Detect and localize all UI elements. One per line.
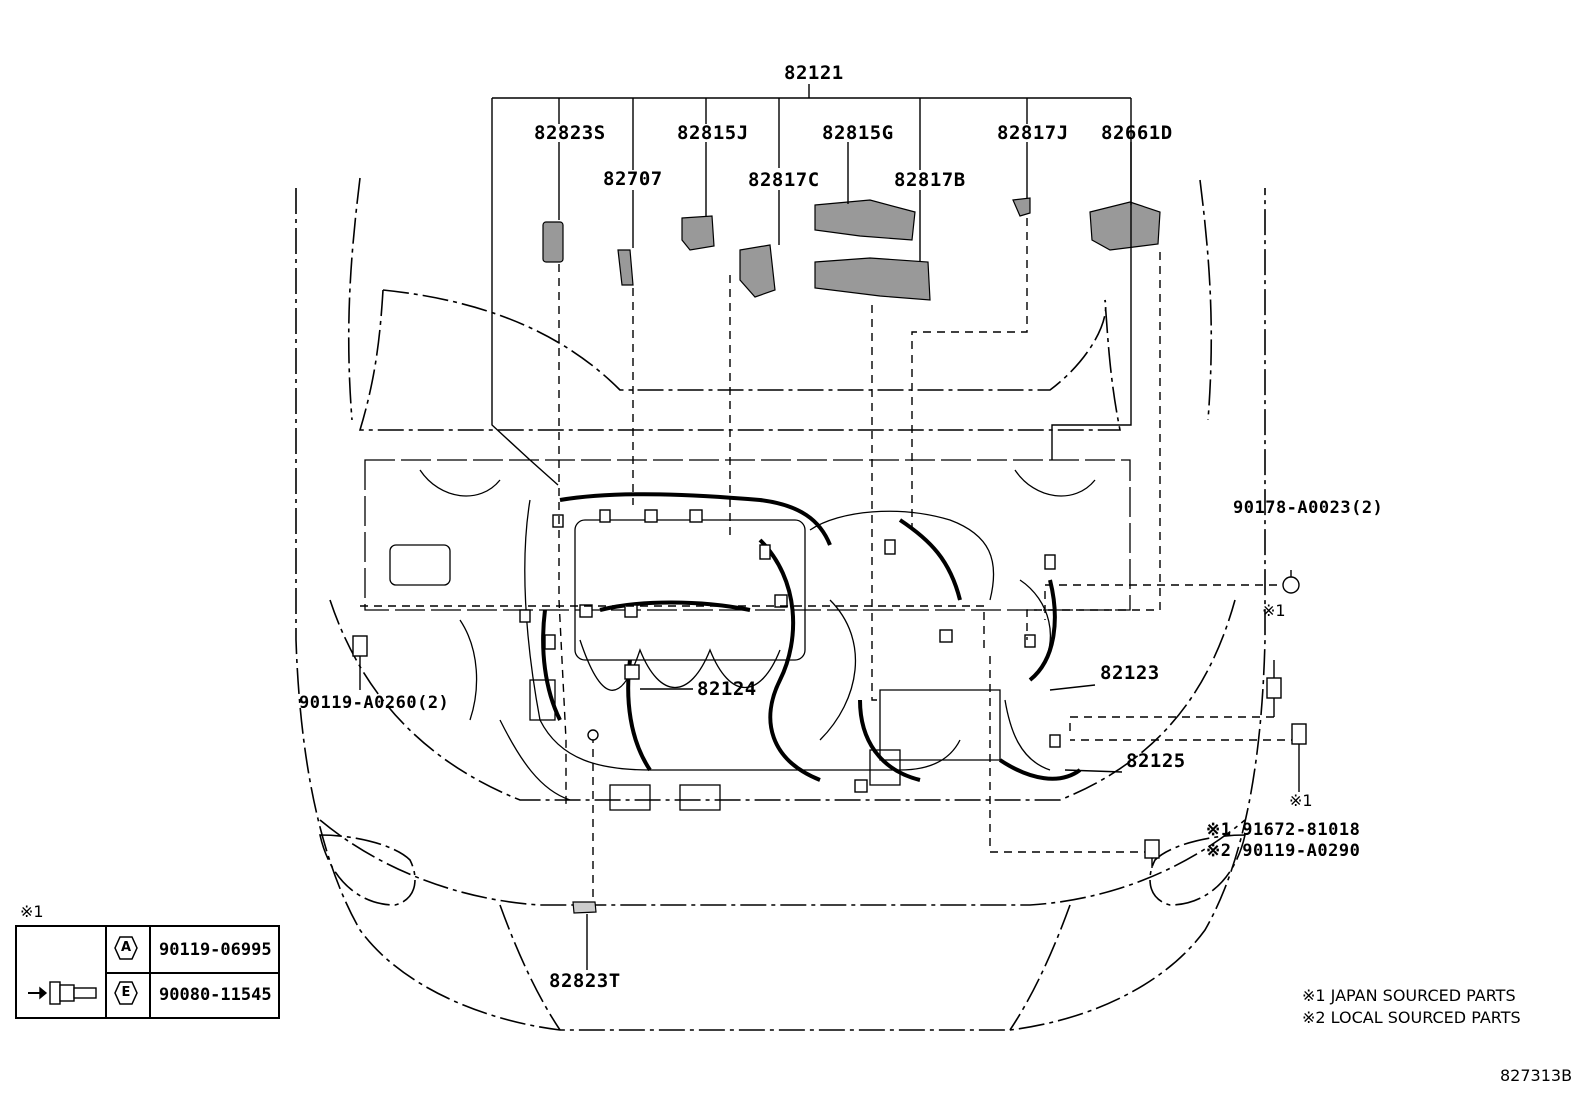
callout-82817C: 82817C <box>748 169 820 191</box>
connectors <box>519 509 1061 793</box>
callout-82121: 82121 <box>784 62 844 84</box>
legend-part-number: 90080-11545 <box>159 985 272 1005</box>
callout-82823T: 82823T <box>549 970 621 992</box>
bolt-90119-left-icon <box>352 635 368 690</box>
callout-82815J: 82815J <box>677 122 749 144</box>
callout-82661D: 82661D <box>1101 122 1173 144</box>
part-82817J-icon <box>1012 197 1031 217</box>
part-82823T-icon <box>572 901 597 914</box>
part-82707-icon <box>617 249 634 286</box>
hex-badge-icon: E <box>114 981 138 1005</box>
callout-82815G: 82815G <box>822 122 894 144</box>
part-icons <box>542 197 1161 914</box>
part-82823S-icon <box>542 221 564 263</box>
callout-90119-A0260: 90119-A0260(2) <box>299 693 450 713</box>
legend-badge: E <box>121 985 131 1000</box>
bracket-82121 <box>491 84 1132 486</box>
diagram-id: 827313B <box>1500 1066 1573 1085</box>
callout-82125: 82125 <box>1126 750 1186 772</box>
legend-table: A 90119-06995 E 90080-11545 <box>15 925 280 1019</box>
bolt-engine-icon <box>587 729 599 741</box>
note-japan-sourced: ※1 JAPAN SOURCED PARTS <box>1302 986 1516 1005</box>
vehicle-outline <box>295 177 1266 1031</box>
part-82817C-icon <box>739 244 776 298</box>
part-82817B-icon <box>814 257 931 301</box>
mark1-label-lower: ※1 <box>1289 791 1313 810</box>
callout-82124: 82124 <box>697 678 757 700</box>
nut-90178-icon <box>1282 570 1300 594</box>
bolt-mark1-lower-icon <box>1291 723 1307 792</box>
mark1-label-upper: ※1 <box>1262 601 1286 620</box>
part-82815J-icon <box>681 215 715 251</box>
legend-part-number: 90119-06995 <box>159 940 272 960</box>
bolt-mark1-upper-icon <box>1266 660 1282 717</box>
legend-badge: A <box>120 940 132 955</box>
legend-bolt-icon <box>28 981 97 1005</box>
legend-mark: ※1 <box>20 902 44 921</box>
callout-82823S: 82823S <box>534 122 606 144</box>
callout-82707: 82707 <box>603 168 663 190</box>
dashed-leaders <box>360 218 1299 902</box>
callout-90119-A0290: ※2 90119-A0290 <box>1206 841 1361 861</box>
legend-row: E 90080-11545 <box>105 972 278 1017</box>
bolt-91672-icon <box>1144 839 1160 868</box>
callout-82123: 82123 <box>1100 662 1160 684</box>
callout-91672-81018: ※1 91672-81018 <box>1206 820 1361 840</box>
part-82661D-icon <box>1089 201 1161 251</box>
fasteners <box>352 570 1307 868</box>
hex-badge-icon: A <box>114 936 138 960</box>
callout-82817J: 82817J <box>997 122 1069 144</box>
part-82815G-icon <box>814 199 916 241</box>
callout-90178-A0023: 90178-A0023(2) <box>1233 498 1384 518</box>
legend-icon-cell <box>17 927 107 1017</box>
leader-lines <box>558 142 1132 970</box>
legend-row: A 90119-06995 <box>105 927 278 974</box>
note-local-sourced: ※2 LOCAL SOURCED PARTS <box>1302 1008 1521 1027</box>
callout-82817B: 82817B <box>894 169 966 191</box>
engine-bay <box>364 459 1131 811</box>
